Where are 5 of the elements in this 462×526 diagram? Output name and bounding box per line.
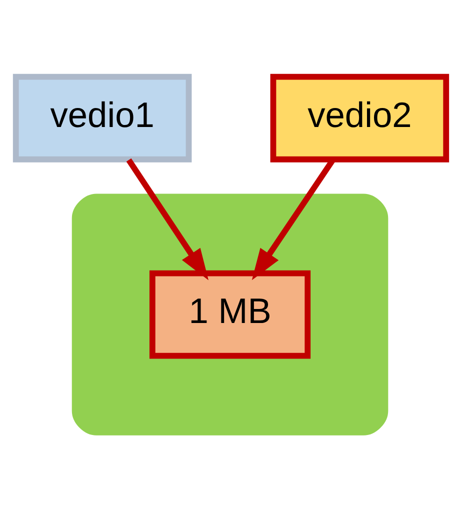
node-box: vedio2 <box>270 73 450 162</box>
node-box: 1 MB <box>149 270 311 358</box>
arrow <box>126 158 209 280</box>
cluster <box>72 193 388 435</box>
node-box: vedio1 <box>12 73 192 162</box>
